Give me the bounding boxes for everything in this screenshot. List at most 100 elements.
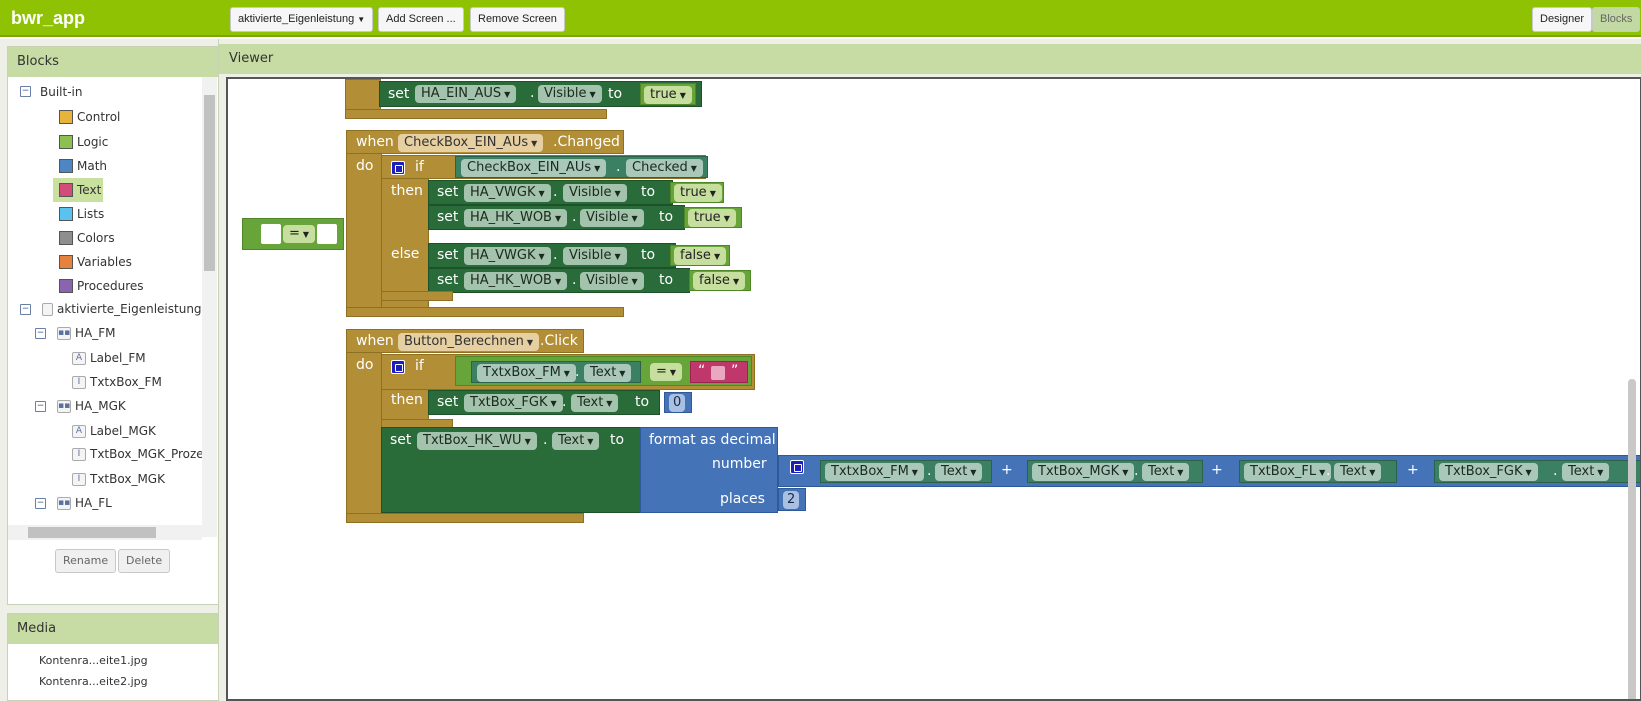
mutator-gear-icon[interactable] [391,161,405,175]
set-block[interactable]: set HA_EIN_AUS▼ . Visible▼ to [379,81,702,107]
property-dropdown[interactable]: Text▼ [571,394,619,412]
component-dropdown[interactable]: HA_EIN_AUS▼ [415,85,517,103]
property-dropdown[interactable]: Text▼ [1334,463,1382,481]
component-dropdown[interactable]: TxtBox_FGK▼ [1439,463,1538,481]
scroll-thumb[interactable] [28,527,156,538]
tree-component[interactable]: ▪▪HA_FM [57,322,116,344]
textbox-text-getter[interactable]: TxtBox_FL▼ . Text▼ [1239,460,1397,483]
delete-button[interactable]: Delete [118,549,171,573]
media-item[interactable]: Kontenra...eite2.jpg [39,675,148,688]
drawer-text[interactable]: Text [53,178,103,202]
boolean-dropdown[interactable]: false▼ [674,247,727,265]
boolean-dropdown[interactable]: false▼ [693,272,746,290]
property-dropdown[interactable]: Visible▼ [563,184,627,202]
tree-component[interactable]: ▪▪HA_MGK [57,395,126,417]
textbox-text-getter[interactable]: TxtBox_FGK▼ . Text▼ [1434,460,1640,483]
number-value[interactable]: 0 [669,394,686,412]
boolean-dropdown[interactable]: true▼ [644,86,692,104]
drawer-logic[interactable]: Logic [59,131,108,153]
property-dropdown[interactable]: Visible▼ [580,209,644,227]
set-block[interactable]: set TxtBox_HK_WU▼ . Text▼ to [381,427,641,513]
logic-false-block[interactable]: false▼ [670,245,730,266]
workspace-vertical-scrollbar[interactable] [1628,379,1636,699]
number-value[interactable]: 2 [783,491,800,509]
tree-horizontal-scrollbar[interactable] [8,525,202,540]
component-dropdown[interactable]: HA_VWGK▼ [464,247,551,265]
when-checkbox-changed-block[interactable]: when CheckBox_EIN_AUs▼ .Changed [346,130,624,154]
boolean-dropdown[interactable]: true▼ [688,209,736,227]
empty-text-block[interactable]: “ ” [690,361,748,383]
drawer-colors[interactable]: Colors [59,227,115,249]
add-screen-button[interactable]: Add Screen ... [378,7,464,32]
tree-component[interactable]: ▪▪HA_FL [57,492,112,514]
drawer-control[interactable]: Control [59,106,120,128]
remove-screen-button[interactable]: Remove Screen [470,7,565,32]
format-as-decimal-block[interactable]: format as decimal number places [640,427,778,513]
component-dropdown[interactable]: Button_Berechnen▼ [398,333,540,351]
component-dropdown[interactable]: TxtBox_FGK▼ [464,394,563,412]
operator-dropdown[interactable]: =▼ [650,363,683,381]
property-dropdown[interactable]: Visible▼ [580,272,644,290]
addition-block[interactable]: TxtxBox_FM▼ . Text▼ + TxtBox_MGK▼ . Text… [778,455,1640,487]
blocks-workspace[interactable]: set HA_EIN_AUS▼ . Visible▼ to true▼ =▼ w… [226,77,1641,701]
property-dropdown[interactable]: Text▼ [552,432,600,450]
empty-input-slot[interactable] [261,224,281,244]
collapse-icon[interactable]: − [20,86,31,97]
logic-true-block[interactable]: true▼ [640,83,696,105]
compare-block[interactable]: =▼ [242,218,344,250]
mutator-gear-icon[interactable] [790,460,804,474]
property-dropdown[interactable]: Visible▼ [538,85,602,103]
designer-button[interactable]: Designer [1532,7,1593,32]
drawer-procedures[interactable]: Procedures [59,275,144,297]
property-dropdown[interactable]: Text▼ [584,364,632,382]
drawer-lists[interactable]: Lists [59,203,104,225]
drawer-math[interactable]: Math [59,155,107,177]
blocks-button[interactable]: Blocks [1592,7,1641,32]
logic-false-block[interactable]: false▼ [689,270,751,291]
rename-button[interactable]: Rename [55,549,117,573]
set-block[interactable]: set HA_HK_WOB▼ . Visible▼ to [428,268,690,293]
set-block[interactable]: set HA_HK_WOB▼ . Visible▼ to [428,205,685,230]
set-block[interactable]: set HA_VWGK▼ . Visible▼ to [428,180,673,205]
tree-vertical-scrollbar[interactable] [202,77,217,537]
scroll-thumb[interactable] [204,95,215,271]
component-dropdown[interactable]: HA_HK_WOB▼ [464,272,568,290]
operator-dropdown[interactable]: =▼ [283,225,316,243]
component-dropdown[interactable]: TxtxBox_FM▼ [477,364,576,382]
textbox-text-getter[interactable]: TxtxBox_FM▼ . Text▼ [820,460,992,483]
component-dropdown[interactable]: HA_VWGK▼ [464,184,551,202]
collapse-icon[interactable]: − [20,304,31,315]
collapse-icon[interactable]: − [35,328,46,339]
textbox-text-getter[interactable]: TxtBox_MGK▼ . Text▼ [1027,460,1203,483]
boolean-dropdown[interactable]: true▼ [674,184,722,202]
number-block[interactable]: 2 [778,488,806,511]
logic-true-block[interactable]: true▼ [670,182,724,203]
textbox-text-getter[interactable]: TxtxBox_FM▼ . Text▼ [471,361,641,383]
property-dropdown[interactable]: Checked▼ [626,159,703,177]
component-dropdown[interactable]: TxtxBox_FM▼ [825,463,924,481]
property-dropdown[interactable]: Text▼ [1562,463,1610,481]
checkbox-checked-getter[interactable]: CheckBox_EIN_AUs▼ . Checked▼ [455,156,708,178]
collapse-icon[interactable]: − [35,498,46,509]
set-block[interactable]: set HA_VWGK▼ . Visible▼ to [428,243,676,268]
media-item[interactable]: Kontenra...eite1.jpg [39,654,148,667]
property-dropdown[interactable]: Text▼ [1142,463,1190,481]
logic-true-block[interactable]: true▼ [684,207,742,228]
component-dropdown[interactable]: CheckBox_EIN_AUs▼ [398,134,544,152]
component-dropdown[interactable]: TxtBox_HK_WU▼ [417,432,537,450]
tree-builtin[interactable]: Built-in [40,85,83,99]
tree-screen[interactable]: aktivierte_Eigenleistung [42,298,202,320]
when-button-click-block[interactable]: when Button_Berechnen▼ .Click [346,329,584,353]
set-block[interactable]: set TxtBox_FGK▼ . Text▼ to [428,390,660,415]
collapse-icon[interactable]: − [35,401,46,412]
component-dropdown[interactable]: TxtBox_MGK▼ [1032,463,1135,481]
property-dropdown[interactable]: Text▼ [935,463,983,481]
empty-input-slot[interactable] [317,224,337,244]
component-dropdown[interactable]: HA_HK_WOB▼ [464,209,568,227]
property-dropdown[interactable]: Visible▼ [563,247,627,265]
component-dropdown[interactable]: TxtBox_FL▼ [1244,463,1332,481]
